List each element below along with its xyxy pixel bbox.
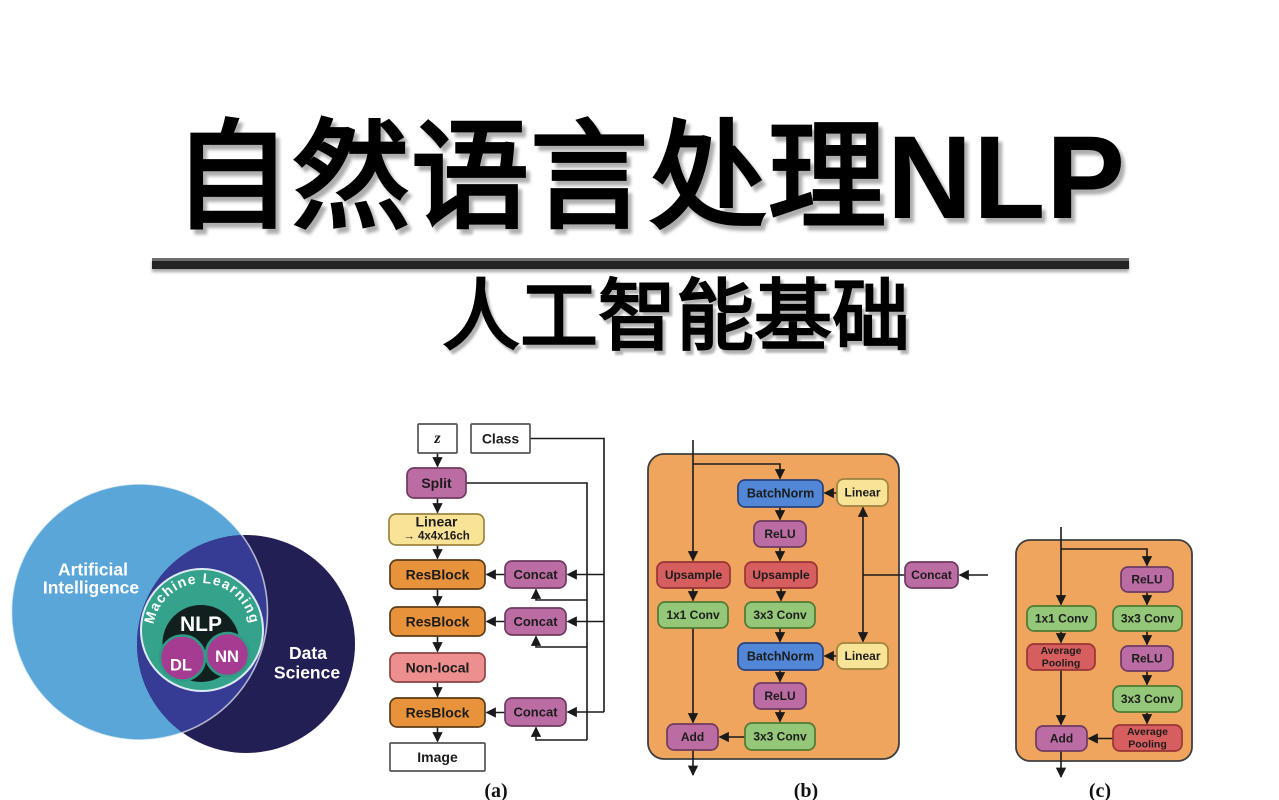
main-title: 自然语言处理NLP <box>172 112 1126 244</box>
node-conv3x3-1: 3x3 Conv <box>744 601 816 629</box>
node-add: Add <box>666 723 719 751</box>
node-conv3x3-1: 3x3 Conv <box>1112 605 1183 632</box>
svg-text:Concat: Concat <box>513 614 558 629</box>
node-linear-2: Linear <box>836 642 889 670</box>
caption-b: (b) <box>794 780 818 800</box>
svg-text:Concat: Concat <box>513 705 558 720</box>
node-concat: Concat <box>904 561 959 589</box>
svg-text:3x3 Conv: 3x3 Conv <box>1121 612 1175 626</box>
svg-text:Upsample: Upsample <box>665 568 723 582</box>
svg-text:z: z <box>433 430 441 447</box>
ai-label-line1: Artificial <box>58 560 128 580</box>
svg-text:1x1 Conv: 1x1 Conv <box>1035 612 1089 626</box>
title-underline <box>152 258 1129 269</box>
node-z: z <box>417 423 458 454</box>
venn-dl-circle <box>158 634 207 682</box>
node-concat-3: Concat <box>504 697 567 727</box>
node-resblock-2: ResBlock <box>389 606 486 637</box>
node-concat-1: Concat <box>504 560 567 589</box>
svg-text:ResBlock: ResBlock <box>406 705 470 721</box>
caption-a: (a) <box>484 780 507 800</box>
svg-text:BatchNorm: BatchNorm <box>747 650 814 664</box>
svg-text:3x3 Conv: 3x3 Conv <box>753 608 807 622</box>
node-relu-1: ReLU <box>753 520 807 548</box>
svg-text:ResBlock: ResBlock <box>406 567 470 583</box>
svg-text:3x3 Conv: 3x3 Conv <box>753 730 807 744</box>
node-add: Add <box>1035 725 1088 752</box>
svg-text:Average: Average <box>1040 645 1081 657</box>
svg-text:Pooling: Pooling <box>1042 657 1081 669</box>
node-relu-2: ReLU <box>753 682 807 710</box>
svg-text:Linear: Linear <box>844 649 880 663</box>
svg-text:Add: Add <box>1050 732 1073 746</box>
svg-text:Upsample: Upsample <box>752 568 810 582</box>
svg-text:Concat: Concat <box>911 568 952 582</box>
svg-text:ResBlock: ResBlock <box>406 614 470 630</box>
venn-nn-circle <box>204 631 251 678</box>
dl-label: DL <box>170 657 192 675</box>
data-science-label-line1: Data <box>289 643 327 663</box>
svg-text:Class: Class <box>482 431 520 447</box>
node-class: Class <box>470 423 531 454</box>
diagram-c-edges <box>1055 527 1153 779</box>
diagram-a-edges <box>432 437 605 743</box>
nlp-label: NLP <box>180 613 222 636</box>
node-upsample-left: Upsample <box>656 561 731 589</box>
subtitle: 人工智能基础 <box>441 272 910 360</box>
svg-text:BatchNorm: BatchNorm <box>747 487 814 501</box>
node-concat-2: Concat <box>504 607 567 636</box>
node-non-local: Non-local <box>389 652 486 683</box>
svg-text:→ 4x4x16ch: → 4x4x16ch <box>403 530 470 542</box>
svg-text:ReLU: ReLU <box>764 689 795 703</box>
svg-text:Non-local: Non-local <box>406 660 470 676</box>
svg-text:Image: Image <box>417 749 458 765</box>
node-linear: Linear→ 4x4x16ch <box>388 513 485 546</box>
svg-text:3x3 Conv: 3x3 Conv <box>1121 692 1175 706</box>
node-upsample-mid: Upsample <box>744 561 818 589</box>
svg-text:ReLU: ReLU <box>1131 573 1162 587</box>
svg-text:Average: Average <box>1127 726 1168 738</box>
node-resblock-3: ResBlock <box>389 697 486 728</box>
nn-label: NN <box>215 648 239 666</box>
svg-text:ReLU: ReLU <box>1131 652 1162 666</box>
svg-text:Linear: Linear <box>844 486 880 500</box>
node-conv3x3-2: 3x3 Conv <box>1112 685 1183 713</box>
node-conv1x1: 1x1 Conv <box>657 601 729 629</box>
data-science-label-line2: Science <box>274 663 340 683</box>
svg-text:ReLU: ReLU <box>764 527 795 541</box>
diagram-b-edges <box>687 440 988 777</box>
svg-text:Concat: Concat <box>513 567 558 582</box>
node-conv1x1: 1x1 Conv <box>1026 605 1097 632</box>
svg-text:Add: Add <box>681 730 704 744</box>
node-relu-1: ReLU <box>1120 566 1174 593</box>
node-image: Image <box>389 742 486 772</box>
node-resblock-1: ResBlock <box>389 559 486 590</box>
venn-ai-outline <box>10 483 269 741</box>
svg-text:Split: Split <box>421 475 452 491</box>
svg-text:Linear: Linear <box>415 514 458 530</box>
svg-text:Pooling: Pooling <box>1128 738 1167 750</box>
node-split: Split <box>406 467 467 499</box>
venn-diagram: Artificial Intelligence Data Science Mac… <box>10 483 355 753</box>
node-linear-1: Linear <box>836 478 889 507</box>
svg-text:1x1 Conv: 1x1 Conv <box>666 608 720 622</box>
caption-c: (c) <box>1089 780 1111 800</box>
node-batchnorm-1: BatchNorm <box>737 479 824 508</box>
node-relu-2: ReLU <box>1120 645 1174 672</box>
ai-label-line2: Intelligence <box>43 578 140 598</box>
node-conv3x3-2: 3x3 Conv <box>744 722 816 751</box>
node-batchnorm-2: BatchNorm <box>737 642 824 671</box>
